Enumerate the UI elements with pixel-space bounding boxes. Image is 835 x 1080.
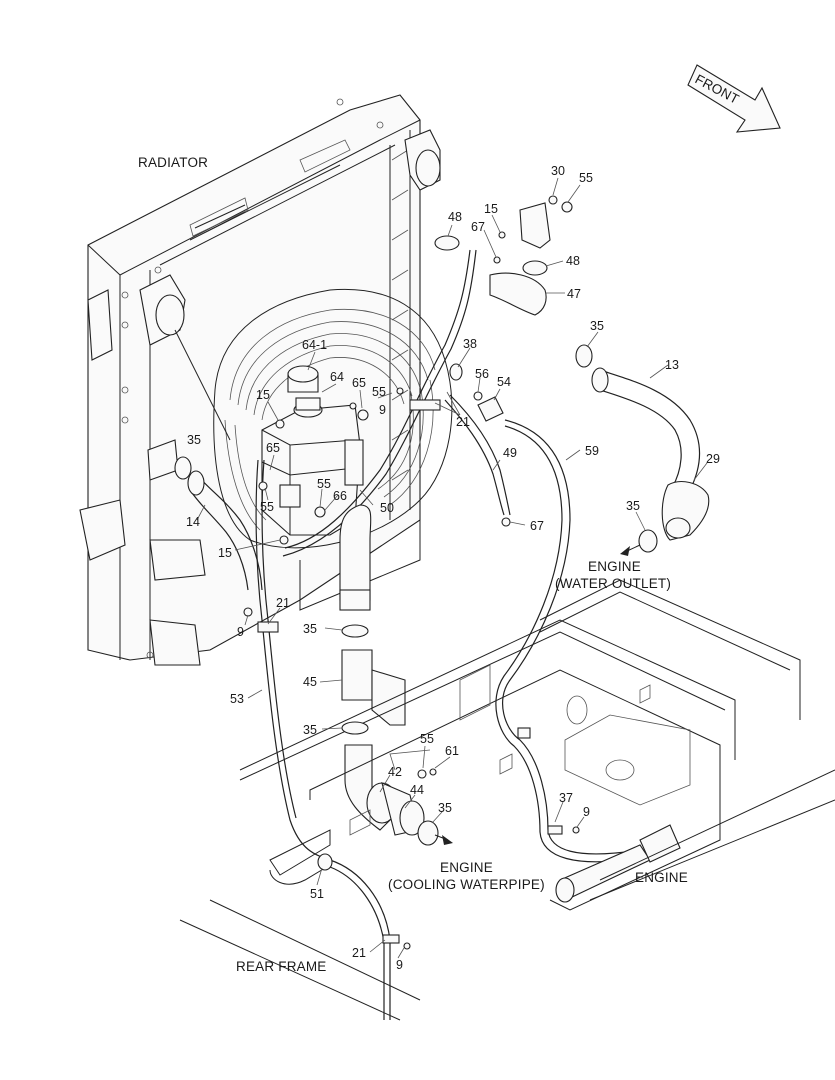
fan-guard	[224, 308, 436, 531]
part-number: 35	[303, 622, 317, 636]
part-number: 55	[420, 732, 434, 746]
part-number: 55	[317, 477, 331, 491]
label-engine-cooling-2: (COOLING WATERPIPE)	[388, 877, 545, 892]
part-number: 38	[463, 337, 477, 351]
part-number: 51	[310, 887, 324, 901]
part-number: 64	[330, 370, 344, 384]
part-number: 45	[303, 675, 317, 689]
part-number: 66	[333, 489, 347, 503]
part-number: 50	[380, 501, 394, 515]
part-number: 35	[187, 433, 201, 447]
part-number: 59	[585, 444, 599, 458]
part-number: 67	[471, 220, 485, 234]
part-number: 55	[260, 500, 274, 514]
part-number: 14	[186, 515, 200, 529]
part-number: 65	[266, 441, 280, 455]
part-number: 35	[303, 723, 317, 737]
part-number: 13	[665, 358, 679, 372]
part-number: 35	[438, 801, 452, 815]
radiator-assembly	[79, 94, 453, 666]
part-number: 49	[503, 446, 517, 460]
part-number: 48	[448, 210, 462, 224]
label-engine-water-outlet-2: (WATER OUTLET)	[555, 576, 671, 591]
part-number: 15	[484, 202, 498, 216]
part-number: 44	[410, 783, 424, 797]
part-number: 48	[566, 254, 580, 268]
rear-frame	[179, 579, 835, 1021]
part-number: 15	[218, 546, 232, 560]
part-number: 47	[567, 287, 581, 301]
label-engine-cooling-1: ENGINE	[440, 860, 493, 875]
clamps	[174, 195, 658, 950]
part-number: 9	[396, 958, 403, 972]
part-number: 29	[706, 452, 720, 466]
front-arrow	[687, 64, 781, 133]
part-number: 55	[372, 385, 386, 399]
label-engine-water-outlet-1: ENGINE	[588, 559, 641, 574]
part-number: 55	[579, 171, 593, 185]
part-number: 9	[237, 625, 244, 639]
part-number: 54	[497, 375, 511, 389]
label-radiator: RADIATOR	[138, 155, 208, 170]
hoses	[187, 249, 710, 1020]
part-number: 21	[276, 596, 290, 610]
part-number: 15	[256, 388, 270, 402]
part-number: 21	[352, 946, 366, 960]
label-engine: ENGINE	[635, 870, 688, 885]
part-number: 35	[590, 319, 604, 333]
part-number: 56	[475, 367, 489, 381]
part-number: 67	[530, 519, 544, 533]
part-number: 35	[626, 499, 640, 513]
part-number-callouts: 30 55 15 48 67 48 47 35 13 38 56 54 21 6…	[186, 164, 720, 972]
part-number: 64-1	[302, 338, 327, 352]
part-number: 53	[230, 692, 244, 706]
part-number: 21	[456, 415, 470, 429]
part-number: 30	[551, 164, 565, 178]
direction-arrows	[442, 546, 630, 845]
part-number: 9	[583, 805, 590, 819]
reservoir-tank	[261, 365, 364, 536]
label-rear-frame: REAR FRAME	[236, 959, 327, 974]
part-number: 42	[388, 765, 402, 779]
part-number: 9	[379, 403, 386, 417]
part-number: 61	[445, 744, 459, 758]
part-number: 37	[559, 791, 573, 805]
part-number: 65	[352, 376, 366, 390]
